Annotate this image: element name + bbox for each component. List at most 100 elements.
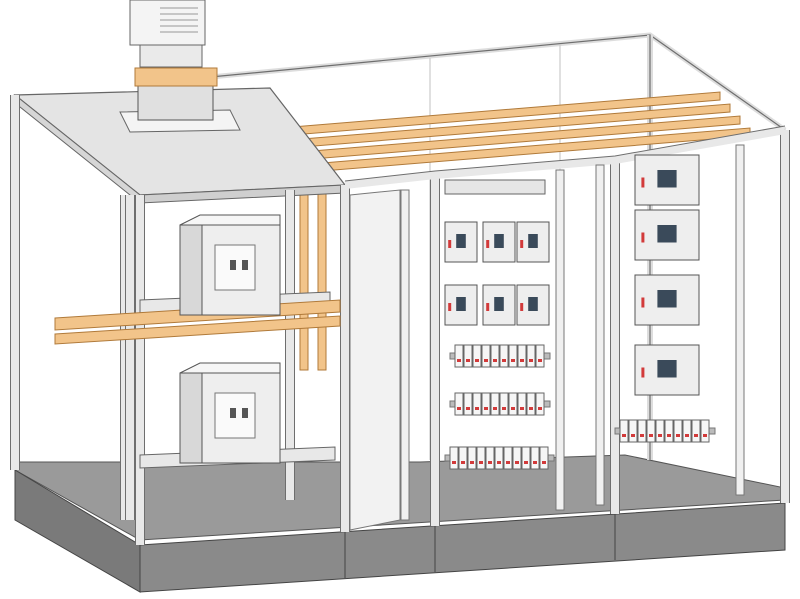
moulded-case-breaker	[482, 284, 516, 326]
breaker-toggle	[470, 461, 474, 464]
modular-breaker-row	[449, 392, 551, 416]
modular-breaker	[664, 419, 674, 443]
modular-breaker	[481, 344, 491, 368]
mccb-display	[494, 234, 504, 248]
modular-breaker	[449, 446, 459, 470]
mccb-display	[456, 234, 466, 248]
modular-breaker	[499, 392, 509, 416]
modular-breaker	[463, 392, 473, 416]
breaker-toggle	[658, 434, 662, 437]
mccb-display	[456, 297, 466, 311]
modular-breaker	[454, 344, 464, 368]
modular-breaker	[467, 446, 477, 470]
breaker-top	[179, 214, 281, 226]
duct-upper	[129, 0, 206, 46]
modular-breaker	[458, 446, 468, 470]
air-circuit-breaker	[179, 362, 281, 464]
moulded-case-breaker	[482, 221, 516, 263]
breaker-toggle	[502, 359, 506, 362]
breaker-toggle	[676, 434, 680, 437]
modular-breaker	[454, 392, 464, 416]
side-busbar	[54, 315, 341, 345]
front-frame	[10, 95, 790, 545]
air-circuit-breaker	[179, 214, 281, 316]
modular-breaker	[539, 446, 549, 470]
breaker-toggle	[515, 461, 519, 464]
mccb-indicator	[486, 303, 490, 311]
duct-busbar-band	[134, 67, 218, 87]
breaker-top	[179, 362, 281, 374]
modular-breaker	[691, 419, 701, 443]
modular-breaker	[517, 392, 527, 416]
moulded-case-breaker	[634, 209, 700, 261]
modular-breaker	[472, 392, 482, 416]
moulded-case-breaker	[516, 221, 550, 263]
breaker-toggle	[461, 461, 465, 464]
modular-breaker	[485, 446, 495, 470]
modular-breaker	[472, 344, 482, 368]
mccb-display	[494, 297, 504, 311]
breaker-toggle	[533, 461, 537, 464]
breaker-toggle	[497, 461, 501, 464]
mccb-display	[657, 360, 677, 378]
modular-breaker	[508, 344, 518, 368]
duct-joint	[139, 44, 203, 68]
modular-breaker	[530, 446, 540, 470]
breaker-toggle	[488, 461, 492, 464]
breaker-toggle	[631, 434, 635, 437]
modular-breaker-row	[444, 446, 555, 470]
moulded-case-breaker	[444, 221, 478, 263]
vertical-busbar	[317, 189, 327, 371]
moulded-case-breaker	[634, 154, 700, 206]
breaker-toggle	[524, 461, 528, 464]
mounting-rail	[595, 164, 605, 506]
modular-breaker	[494, 446, 504, 470]
plinth-front	[139, 502, 786, 593]
breaker-button	[242, 260, 248, 270]
breaker-toggle	[703, 434, 707, 437]
mccb-indicator	[641, 367, 645, 378]
modular-breaker	[521, 446, 531, 470]
meter-strip	[444, 179, 546, 195]
modular-breaker-row	[614, 419, 716, 443]
modular-breaker	[682, 419, 692, 443]
mccb-indicator	[520, 240, 524, 248]
breaker-toggle	[542, 461, 546, 464]
modular-breaker	[490, 344, 500, 368]
breaker-toggle	[484, 359, 488, 362]
breaker-side	[179, 372, 203, 464]
breaker-toggle	[511, 359, 515, 362]
mccb-display	[528, 234, 538, 248]
breaker-toggle	[529, 359, 533, 362]
breaker-toggle	[511, 407, 515, 410]
modular-breaker	[535, 344, 545, 368]
breaker-toggle	[538, 407, 542, 410]
breaker-toggle	[457, 359, 461, 362]
modular-breaker	[481, 392, 491, 416]
mccb-indicator	[520, 303, 524, 311]
modular-breaker	[628, 419, 638, 443]
modular-breaker	[512, 446, 522, 470]
mounting-rail	[735, 144, 745, 496]
modular-breaker	[526, 392, 536, 416]
modular-breaker	[490, 392, 500, 416]
breaker-toggle	[694, 434, 698, 437]
busway-duct	[119, 0, 241, 133]
breaker-toggle	[466, 359, 470, 362]
breaker-toggle	[538, 359, 542, 362]
moulded-case-breaker	[444, 284, 478, 326]
breaker-button	[230, 260, 236, 270]
duct-vent-icon	[160, 7, 198, 33]
moulded-case-breaker	[634, 344, 700, 396]
breaker-toggle	[493, 407, 497, 410]
frame-top-rail-edge	[344, 125, 786, 182]
mccb-indicator	[448, 303, 452, 311]
modular-breaker	[499, 344, 509, 368]
modular-breaker	[700, 419, 710, 443]
mccb-indicator	[641, 177, 645, 188]
cable-duct	[349, 189, 401, 531]
breaker-toggle	[479, 461, 483, 464]
breaker-toggle	[502, 407, 506, 410]
modular-breaker	[517, 344, 527, 368]
